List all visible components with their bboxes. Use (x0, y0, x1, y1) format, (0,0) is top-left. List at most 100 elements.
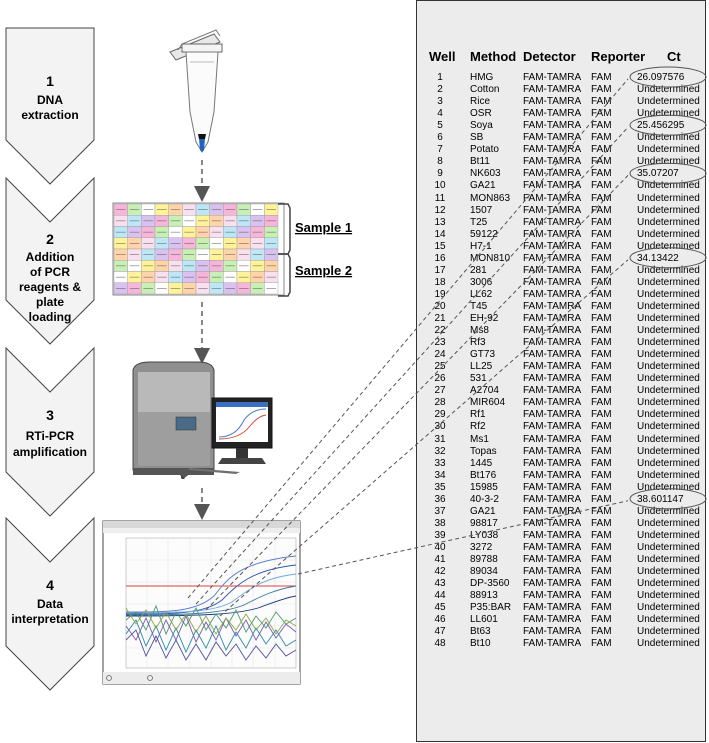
detector-cell: FAM-TAMRA (523, 204, 582, 216)
ct-cell: Undetermined (637, 325, 700, 337)
detector-cell: FAM-TAMRA (523, 216, 582, 228)
well-cell: 44 (434, 590, 446, 602)
method-cell: Bt63 (470, 626, 491, 638)
well-cell: 21 (434, 313, 446, 324)
ct-cell: Undetermined (637, 204, 700, 216)
detector-cell: FAM-TAMRA (523, 554, 582, 565)
ct-cell: Undetermined (637, 144, 700, 156)
reporter-cell: FAM (591, 156, 612, 168)
method-cell: Ms8 (470, 325, 489, 337)
reporter-cell: FAM (591, 626, 612, 638)
reporter-cell: FAM (591, 349, 612, 361)
detector-cell: FAM-TAMRA (523, 421, 582, 433)
reporter-cell: FAM (591, 84, 612, 96)
method-cell: 40-3-2 (470, 493, 499, 505)
detector-cell: FAM-TAMRA (523, 192, 582, 204)
well-cell: 23 (434, 337, 446, 349)
amplification-plot-icon (102, 520, 301, 685)
ct-cell: Undetermined (637, 132, 700, 144)
reporter-cell: FAM (591, 228, 612, 240)
col-header-well: Well (429, 49, 456, 64)
method-cell: T45 (470, 300, 488, 312)
well-cell: 38 (434, 517, 446, 529)
method-cell: Potato (470, 144, 499, 156)
detector-cell: FAM-TAMRA (523, 313, 582, 324)
ct-cell: Undetermined (637, 313, 700, 324)
well-cell: 46 (434, 614, 446, 626)
well-cell: 27 (434, 385, 446, 397)
reporter-cell: FAM (591, 120, 612, 132)
step-1-line-1: DNA (37, 93, 63, 107)
detector-cell: FAM-TAMRA (523, 108, 582, 120)
detector-cell: FAM-TAMRA (523, 144, 582, 156)
detector-cell: FAM-TAMRA (523, 578, 582, 590)
well-cell: 47 (434, 626, 446, 638)
well-cell: 48 (434, 638, 446, 650)
well-cell: 33 (434, 457, 446, 469)
method-cell: Ms1 (470, 433, 489, 445)
reporter-cell: FAM (591, 276, 612, 288)
ct-cell: Undetermined (637, 554, 700, 565)
method-cell: Rice (470, 96, 491, 108)
well-cell: 39 (434, 529, 446, 541)
reporter-cell: FAM (591, 204, 612, 216)
ct-cell: Undetermined (637, 192, 700, 204)
well-cell: 18 (434, 276, 446, 288)
method-cell: Soya (470, 120, 493, 132)
ct-cell: Undetermined (637, 409, 700, 421)
method-cell: Bt10 (470, 638, 491, 650)
ct-cell: Undetermined (637, 445, 700, 457)
well-cell: 37 (434, 505, 446, 517)
sample-2-label: Sample 2 (295, 263, 352, 278)
reporter-cell: FAM (591, 554, 612, 565)
detector-cell: FAM-TAMRA (523, 505, 582, 517)
reporter-cell: FAM (591, 505, 612, 517)
well-cell: 29 (434, 409, 446, 421)
step-3-line-2: amplification (13, 445, 87, 459)
detector-cell: FAM-TAMRA (523, 288, 582, 300)
reporter-cell: FAM (591, 300, 612, 312)
detector-cell: FAM-TAMRA (523, 385, 582, 397)
detector-cell: FAM-TAMRA (523, 252, 582, 264)
microcentrifuge-tube-icon (169, 29, 223, 153)
reporter-cell: FAM (591, 517, 612, 529)
step-4-line-1: Data (37, 597, 63, 611)
method-cell: 98817 (470, 517, 498, 529)
method-cell: Cotton (470, 84, 500, 96)
step-1-chevron: 1 DNA extraction (5, 27, 95, 185)
reporter-cell: FAM (591, 481, 612, 493)
detector-cell: FAM-TAMRA (523, 469, 582, 481)
ct-cell: Undetermined (637, 638, 700, 650)
step-2-line-5: loading (29, 310, 72, 324)
reporter-cell: FAM (591, 590, 612, 602)
well-cell: 3 (437, 96, 443, 108)
method-cell: SB (470, 132, 484, 144)
detector-cell: FAM-TAMRA (523, 457, 582, 469)
reporter-cell: FAM (591, 337, 612, 349)
reporter-cell: FAM (591, 325, 612, 337)
well-cell: 35 (434, 481, 446, 493)
well-cell: 17 (434, 264, 446, 276)
ct-cell: 26.097576 (637, 72, 685, 83)
reporter-cell: FAM (591, 108, 612, 120)
reporter-cell: FAM (591, 216, 612, 228)
ct-cell: Undetermined (637, 457, 700, 469)
